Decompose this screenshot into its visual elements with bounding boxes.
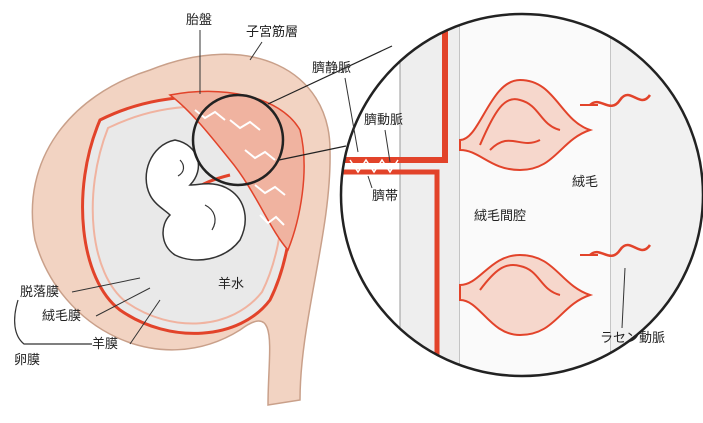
uterus bbox=[32, 54, 330, 405]
basal-plate bbox=[610, 14, 703, 376]
chorionic-plate bbox=[400, 14, 460, 376]
label-egg-membranes: 卵膜 bbox=[14, 353, 40, 368]
label-amniotic-fluid: 羊水 bbox=[218, 276, 244, 292]
label-chorion: 絨毛膜 bbox=[42, 309, 81, 324]
label-villus: 絨毛 bbox=[572, 175, 598, 190]
label-intervillous-space: 絨毛間腔 bbox=[474, 209, 526, 224]
label-amnion: 羊膜 bbox=[92, 336, 118, 352]
label-uterine-wall: 子宮筋層 bbox=[246, 24, 298, 40]
label-umbilical-vein: 臍静脈 bbox=[312, 60, 351, 76]
label-spiral-artery: ラセン動脈 bbox=[600, 331, 665, 346]
label-placenta: 胎盤 bbox=[186, 13, 212, 28]
label-umbilical-cord: 臍帯 bbox=[372, 188, 398, 204]
label-decidua: 脱落膜 bbox=[20, 285, 59, 300]
label-umbilical-artery: 臍動脈 bbox=[364, 112, 403, 128]
